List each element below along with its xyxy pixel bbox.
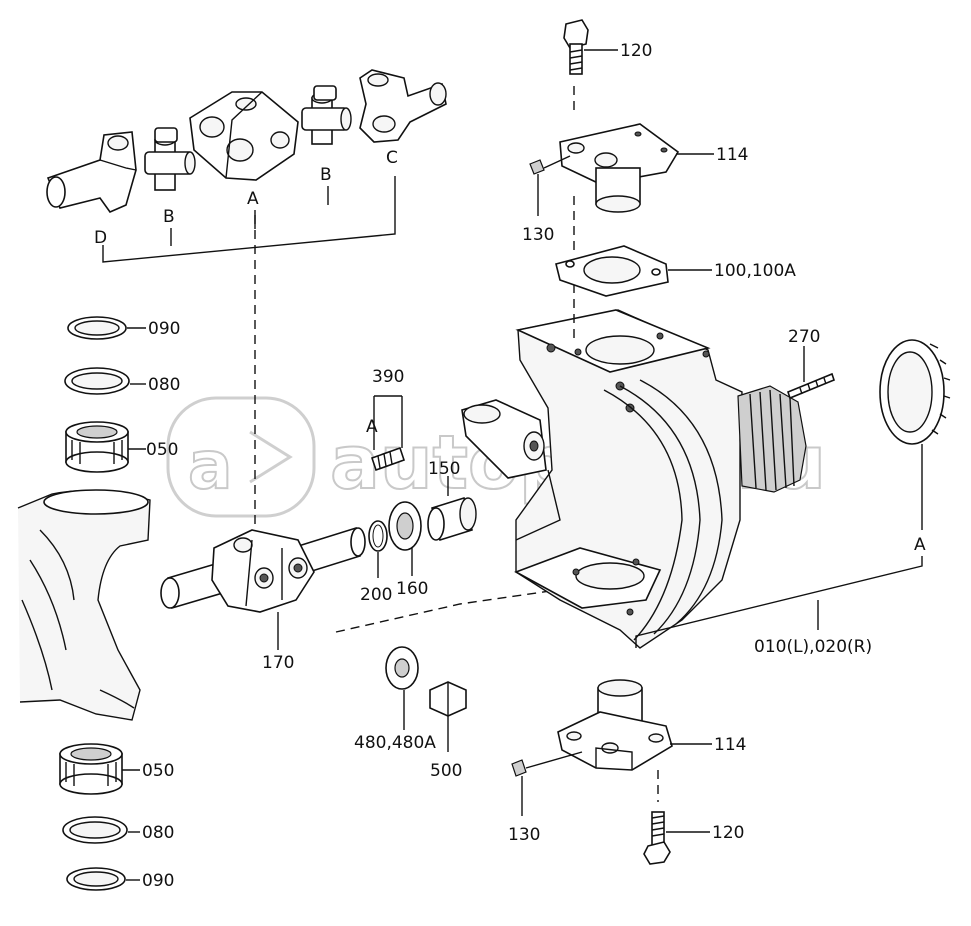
bolt-500 [429,681,467,717]
lock-ring [879,339,951,445]
stud-390 [370,446,406,472]
ring-080-top [64,367,130,395]
label-480: 480,480A [354,733,436,753]
cross-b-left [144,127,196,191]
bearing-050-bottom [59,743,123,795]
label-500: 500 [430,761,462,781]
drive-shaft-170 [160,526,366,613]
label-120-top: 120 [620,41,652,61]
washer-480 [385,646,419,690]
label-390: 390 [372,367,404,387]
label-b-left: B [163,207,175,227]
label-130-bottom: 130 [508,825,540,845]
label-130-top: 130 [522,225,554,245]
label-270: 270 [788,327,820,347]
steering-knuckle-housing [461,309,807,649]
label-b-right: B [320,165,332,185]
sensor-270 [787,372,835,400]
svg-text:a: a [188,427,233,504]
kingpin-cap-114-bottom [557,679,673,771]
snap-ring-200 [368,520,388,552]
yoke-c [359,69,447,143]
ring-080-bottom [62,816,128,844]
yoke-d [46,131,137,213]
label-390-a: A [366,417,378,437]
label-d: D [94,228,107,248]
bolt-120-bottom [643,811,671,865]
bearing-050-top [65,421,129,473]
label-114-bottom: 114 [714,735,746,755]
label-050-top: 050 [146,440,178,460]
center-yoke-a [189,91,299,181]
label-080-bottom: 080 [142,823,174,843]
label-080-top: 080 [148,375,180,395]
label-100: 100,100A [714,261,796,281]
axle-housing [17,489,151,721]
gasket-100 [555,245,669,297]
label-120-bottom: 120 [712,823,744,843]
label-090-top: 090 [148,319,180,339]
label-090-bottom: 090 [142,871,174,891]
label-050-bottom: 050 [142,761,174,781]
seal-ring-090-bottom [66,867,126,891]
cross-b-right [301,85,352,145]
label-a-right: A [914,535,926,555]
label-114-top: 114 [716,145,748,165]
label-150: 150 [428,459,460,479]
label-170: 170 [262,653,294,673]
bolt-120-top [563,19,589,75]
bushing-150 [427,496,477,542]
thrust-washer-160 [388,501,422,551]
grease-nipple-130-bottom [511,759,527,777]
label-010-020: 010(L),020(R) [754,637,872,657]
seal-ring-090-top [67,316,127,340]
label-200: 200 [360,585,392,605]
label-a-top: A [247,189,259,209]
grease-nipple-130-top [529,159,545,175]
kingpin-cap-114-top [559,123,680,213]
label-160: 160 [396,579,428,599]
label-c: C [386,148,398,168]
